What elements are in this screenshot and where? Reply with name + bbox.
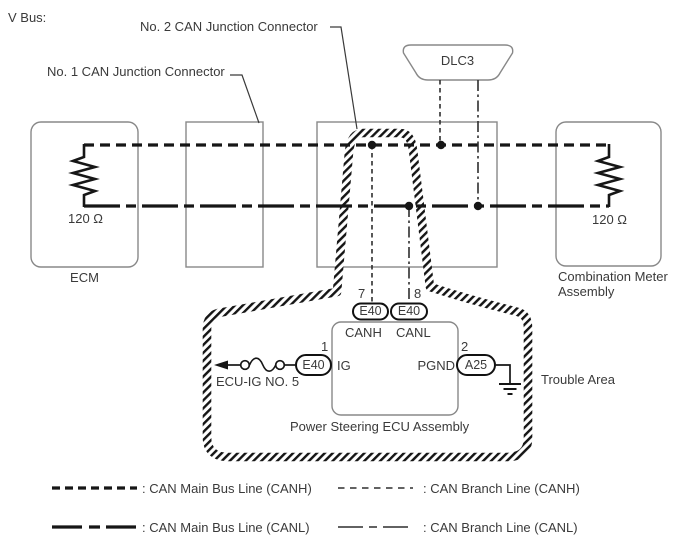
junction-dot-canl-ps [404,201,414,211]
connector-e40-pin7-pill [352,302,389,321]
ecm-resistor-value: 120 Ω [67,211,104,226]
ecm-box [30,121,139,268]
pgnd-signal-label: PGND [417,358,455,373]
canh-signal-label: CANH [345,325,382,340]
connector-e40-pin7-label: E40 [359,304,382,318]
no2-junction-box [316,121,498,268]
legend-branch-canh-text: : CAN Branch Line (CANH) [423,481,580,496]
no1-junction-box [185,121,264,268]
fuse-element-icon [248,357,277,373]
fuse-terminal-right [274,359,286,371]
pin8-number: 8 [414,286,422,301]
combination-meter-box [555,121,662,267]
dlc3-shape [402,44,514,81]
connector-a25-label: A25 [464,358,488,372]
fuse-arrowhead-icon [214,360,228,370]
combination-meter-label: Combination Meter Assembly [558,269,668,299]
no2-callout-leader [330,26,358,130]
fuse-label: ECU-IG NO. 5 [216,374,300,389]
legend-main-canh-text: : CAN Main Bus Line (CANH) [142,481,312,496]
combination-meter-resistor-value: 120 Ω [591,212,628,227]
connector-e40-pin8-pill [390,302,428,321]
power-steering-ecu-label: Power Steering ECU Assembly [290,419,470,434]
ground-lead [495,364,511,384]
junction-dot-canh-dlc3 [436,140,446,150]
pin1-number: 1 [321,339,329,354]
combination-meter-resistor [593,144,625,207]
no1-callout-leader [230,74,260,124]
no1-junction-callout-label: No. 1 CAN Junction Connector [47,64,225,79]
ecm-resistor [68,144,100,207]
connector-e40-pin8-label: E40 [397,304,421,318]
legend-branch-canl-text: : CAN Branch Line (CANL) [423,520,578,535]
junction-dot-canl-dlc3 [473,201,483,211]
canl-signal-label: CANL [396,325,431,340]
page-title: V Bus: [8,10,47,25]
no2-junction-callout-label: No. 2 CAN Junction Connector [140,19,318,34]
ecm-label: ECM [70,270,99,285]
trouble-area-boundary [202,128,533,462]
trouble-area-label: Trouble Area [541,372,615,387]
fuse-terminal-left [239,359,251,371]
pin2-number: 2 [461,339,469,354]
junction-dot-canh-ps [367,140,377,150]
ig-signal-label: IG [337,358,351,373]
connector-e40-ig-label: E40 [302,358,325,372]
legend-main-canl-text: : CAN Main Bus Line (CANL) [142,520,310,535]
dlc3-label: DLC3 [440,53,475,68]
pin7-number: 7 [358,286,366,301]
